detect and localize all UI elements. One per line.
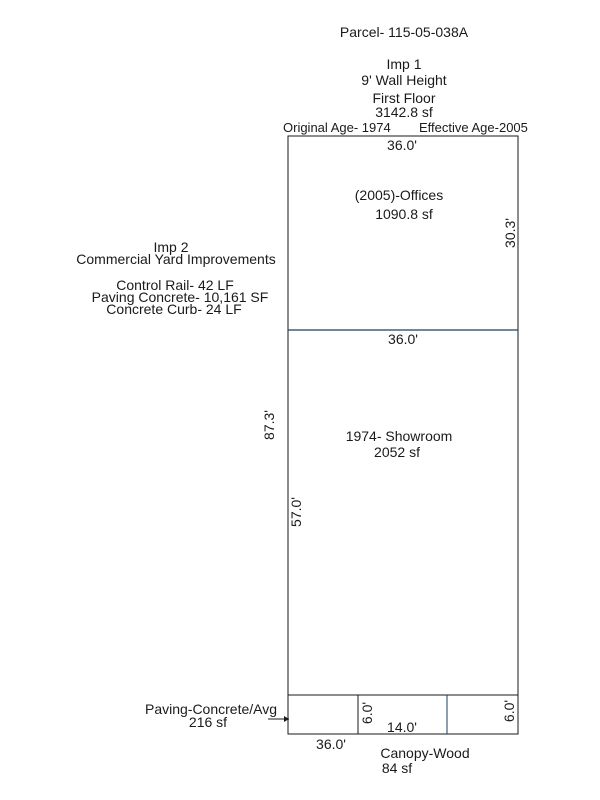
floor-name: First Floor bbox=[372, 90, 436, 106]
wall-height: 9' Wall Height bbox=[361, 72, 447, 88]
paving-name: Paving-Concrete/Avg bbox=[144, 701, 278, 717]
showroom-name: 1974- Showroom bbox=[345, 428, 453, 444]
paving-pointer-arrowhead bbox=[284, 716, 289, 722]
offices-name: (2005)-Offices bbox=[354, 187, 444, 203]
offices-area: 1090.8 sf bbox=[375, 206, 433, 222]
parcel-id: Parcel- 115-05-038A bbox=[339, 24, 469, 40]
building-outline bbox=[287, 135, 519, 735]
canopy-area: 84 sf bbox=[381, 760, 413, 776]
canopy-depth-right-dimension: 6.0' bbox=[501, 699, 517, 723]
showroom-area: 2052 sf bbox=[374, 444, 420, 460]
paving-width-dimension: 36.0' bbox=[316, 736, 346, 752]
showroom-width-dimension: 36.0' bbox=[388, 331, 418, 347]
imp1-title: Imp 1 bbox=[386, 56, 422, 72]
showroom-depth-dimension: 57.0' bbox=[288, 497, 304, 527]
effective-age: Effective Age-2005 bbox=[419, 120, 528, 135]
imp2-subtitle: Commercial Yard Improvements bbox=[76, 251, 276, 267]
imp2-item: Control Rail- 42 LF bbox=[116, 277, 234, 293]
floor-area: 3142.8 sf bbox=[375, 104, 433, 120]
imp2-item: Paving Concrete- 10,161 SF bbox=[91, 289, 269, 305]
canopy-depth-left-dimension: 6.0' bbox=[359, 701, 375, 725]
imp2-item: Concrete Curb- 24 LF bbox=[106, 301, 242, 317]
offices-width-dimension: 36.0' bbox=[387, 137, 417, 153]
total-depth-dimension: 87.3' bbox=[261, 410, 277, 440]
canopy-width-dimension: 14.0' bbox=[387, 719, 417, 735]
imp2-title: Imp 2 bbox=[153, 239, 189, 255]
canopy-name: Canopy-Wood bbox=[380, 745, 470, 761]
paving-area: 216 sf bbox=[188, 714, 228, 730]
original-age: Original Age- 1974 bbox=[283, 120, 391, 135]
offices-depth-dimension: 30.3' bbox=[502, 218, 518, 248]
